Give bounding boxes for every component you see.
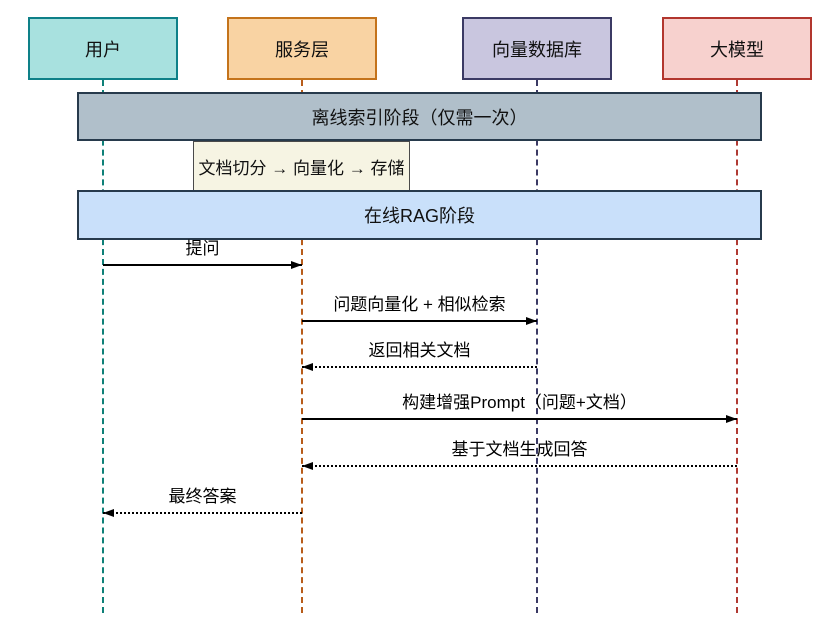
message-line — [302, 317, 537, 325]
message-build-augmented-prompt: 构建增强Prompt（问题+文档） — [302, 392, 737, 423]
message-vectorize-and-search: 问题向量化 + 相似检索 — [302, 294, 537, 325]
actor-service-layer: 服务层 — [227, 17, 377, 80]
message-label: 构建增强Prompt（问题+文档） — [402, 393, 637, 412]
message-line — [302, 415, 737, 423]
phase-band-online-label: 在线RAG阶段 — [363, 206, 475, 226]
self-activity-label: 文档切分 → 向量化 → 存储 — [198, 158, 405, 178]
arrowhead-right-icon — [291, 261, 302, 269]
message-line — [103, 509, 302, 517]
lifeline-vector-database — [536, 80, 538, 613]
arrowhead-right-icon — [726, 415, 737, 423]
message-line — [103, 261, 302, 269]
message-ask-question: 提问 — [103, 238, 302, 269]
actor-vector-database: 向量数据库 — [462, 17, 612, 80]
message-label: 问题向量化 + 相似检索 — [333, 295, 506, 314]
actor-service-layer-label: 服务层 — [275, 39, 329, 60]
actor-vector-database-label: 向量数据库 — [492, 39, 582, 60]
arrowhead-left-icon — [103, 509, 114, 517]
lifeline-user — [102, 80, 104, 613]
self-activity-box: 文档切分 → 向量化 → 存储 — [193, 141, 410, 191]
phase-band-offline-indexing: 离线索引阶段（仅需一次） — [77, 92, 762, 141]
message-generate-answer: 基于文档生成回答 — [302, 439, 737, 470]
actor-llm: 大模型 — [662, 17, 812, 80]
message-final-answer: 最终答案 — [103, 486, 302, 517]
phase-band-online-rag: 在线RAG阶段 — [77, 190, 762, 240]
message-label: 返回相关文档 — [368, 341, 471, 360]
actor-llm-label: 大模型 — [710, 39, 764, 60]
arrowhead-left-icon — [302, 363, 313, 371]
message-return-relevant-docs: 返回相关文档 — [302, 340, 537, 371]
message-line — [302, 363, 537, 371]
arrowhead-left-icon — [302, 462, 313, 470]
arrowhead-right-icon — [526, 317, 537, 325]
actor-user: 用户 — [28, 17, 178, 80]
message-label: 基于文档生成回答 — [451, 440, 588, 459]
phase-band-offline-label: 离线索引阶段（仅需一次） — [311, 107, 528, 128]
lifeline-llm — [736, 80, 738, 613]
actor-user-label: 用户 — [85, 39, 121, 60]
message-label: 最终答案 — [168, 487, 237, 506]
lifeline-service-layer — [301, 80, 303, 613]
message-label: 提问 — [185, 239, 220, 258]
message-line — [302, 462, 737, 470]
